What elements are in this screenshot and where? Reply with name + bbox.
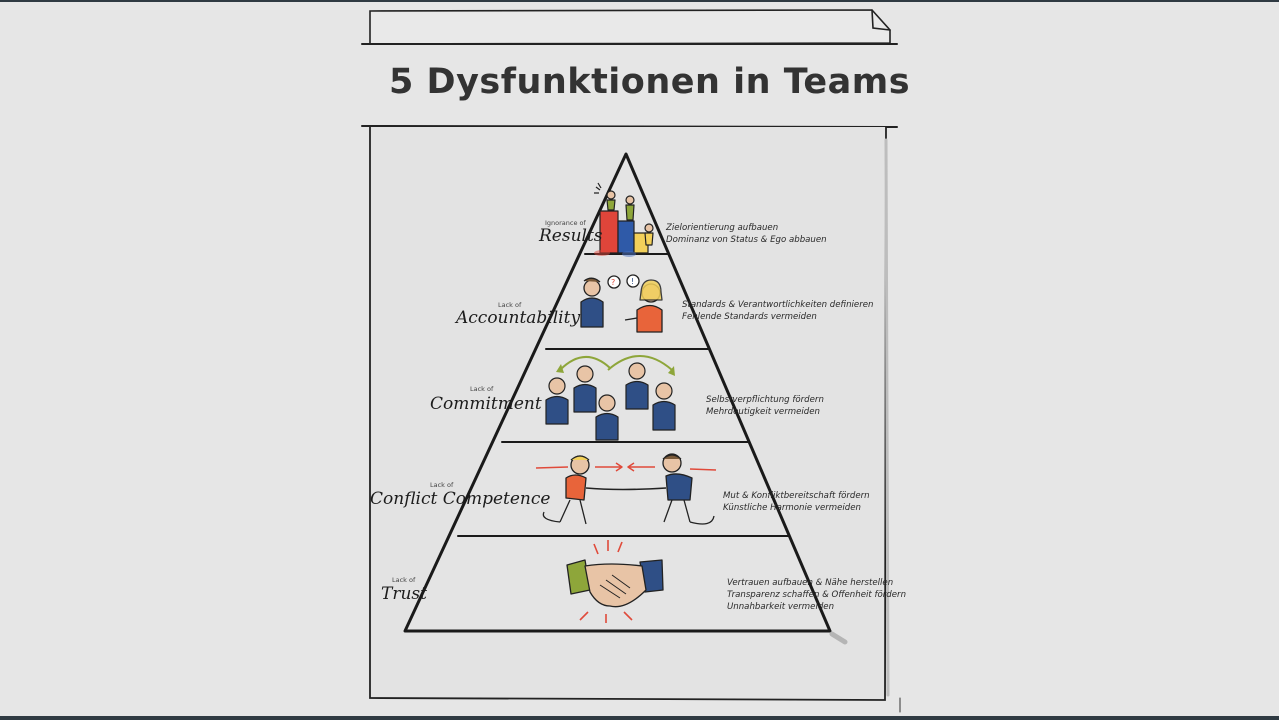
results-notes: Zielorientierung aufbauen Dominanz von S… (666, 222, 827, 246)
results-prefix: Ignorance of (545, 219, 586, 227)
accountability-prefix: Lack of (498, 301, 522, 309)
accountability-note-2: Fehlende Standards vermeiden (682, 312, 817, 322)
trust-notes: Vertrauen aufbauen & Nähe herstellen Tra… (727, 577, 906, 613)
commitment-note-2: Mehrdeutigkeit vermeiden (706, 407, 820, 417)
results-note-1: Zielorientierung aufbauen (666, 223, 779, 233)
accountability-note-1: Standards & Verantwortlichkeiten definie… (682, 300, 874, 310)
podium-illustration (594, 182, 654, 257)
trust-prefix: Lack of (392, 576, 416, 584)
trust-label: Trust (381, 584, 427, 604)
commitment-illustration (545, 355, 676, 441)
svg-text:?: ? (611, 278, 615, 287)
commitment-prefix: Lack of (470, 385, 494, 393)
page-title: 5 Dysfunktionen in Teams (389, 62, 911, 102)
commitment-notes: Selbstverpflichtung fördern Mehrdeutigke… (706, 394, 824, 418)
handshake-illustration (566, 540, 664, 623)
conflict-note-1: Mut & Konfliktbereitschaft fördern (723, 491, 870, 501)
bottom-border (0, 716, 1279, 720)
accountability-label: Accountability (456, 308, 581, 328)
accountability-notes: Standards & Verantwortlichkeiten definie… (682, 299, 873, 323)
results-label: Results (539, 226, 603, 246)
conflict-prefix: Lack of (430, 481, 454, 489)
trust-note-1: Vertrauen aufbauen & Nähe herstellen (727, 578, 894, 588)
svg-text:!: ! (631, 277, 634, 286)
trust-note-2: Transparenz schaffen & Offenheit fördern (727, 590, 907, 600)
conflict-note-2: Künstliche Harmonie vermeiden (723, 503, 861, 513)
accountability-illustration: ? ! (580, 274, 663, 333)
results-note-2: Dominanz von Status & Ego abbauen (666, 235, 827, 245)
conflict-notes: Mut & Konfliktbereitschaft fördern Künst… (723, 490, 870, 514)
trust-note-3: Unnahbarkeit vermeiden (727, 602, 835, 612)
commitment-note-1: Selbstverpflichtung fördern (706, 395, 824, 405)
conflict-illustration (535, 453, 717, 525)
top-border (0, 0, 1279, 2)
commitment-label: Commitment (430, 394, 542, 414)
conflict-label: Conflict Competence (370, 489, 551, 509)
